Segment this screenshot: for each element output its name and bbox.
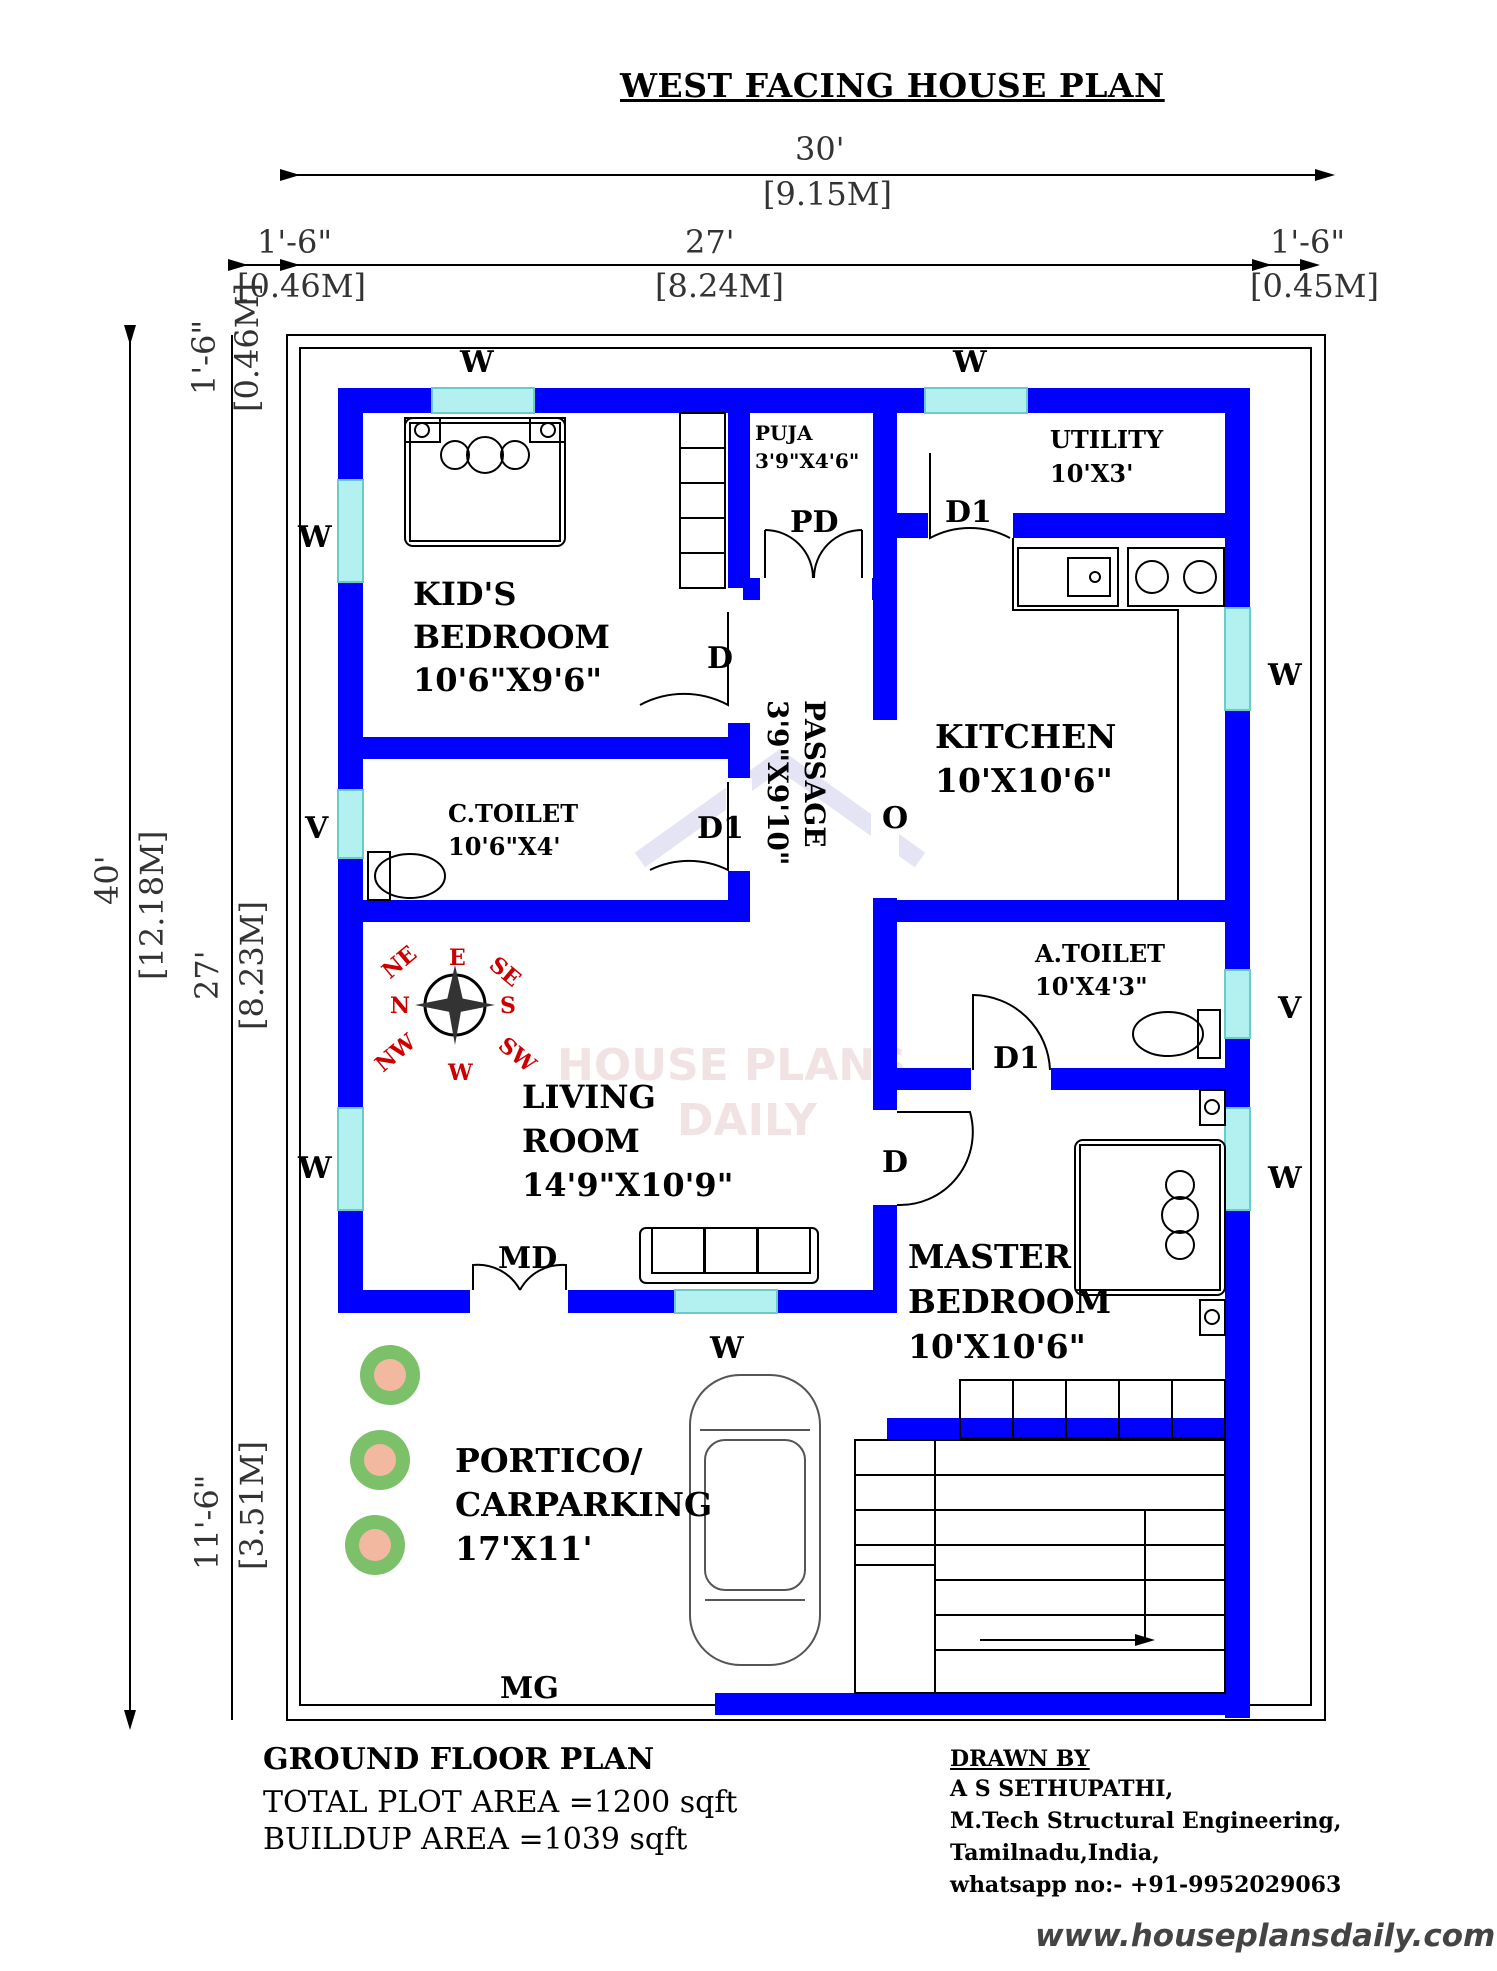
compass-w: W xyxy=(447,1060,473,1086)
utility-size: 10'X3' xyxy=(1050,459,1133,488)
master-bedroom-line1: MASTER xyxy=(908,1237,1072,1276)
kitchen-name: KITCHEN xyxy=(935,717,1116,756)
dim-overall-depth-m: [12.18M] xyxy=(133,831,171,980)
portico-line1: PORTICO/ xyxy=(455,1441,643,1480)
dim-right-setback-m: [0.45M] xyxy=(1250,267,1379,305)
window-label-1: W xyxy=(459,345,495,380)
compass-nw: NW xyxy=(370,1029,421,1078)
master-bedroom-line2: BEDROOM xyxy=(908,1282,1111,1321)
window-label-6: W xyxy=(1267,1161,1303,1196)
portico-size: 17'X11' xyxy=(455,1529,593,1568)
puja-name: PUJA xyxy=(755,421,813,445)
dim-left-setback-m: [0.46M] xyxy=(237,267,366,305)
dim-inner-depth: 27' xyxy=(188,950,226,1000)
dim-inner-depth-m: [8.23M] xyxy=(233,901,271,1030)
puja-size: 3'9"X4'6" xyxy=(755,449,859,473)
living-room-size: 14'9"X10'9" xyxy=(522,1166,733,1204)
compass-e: E xyxy=(449,945,466,971)
master-bedroom-size: 10'X10'6" xyxy=(908,1327,1086,1366)
kids-bedroom-size: 10'6"X9'6" xyxy=(413,661,602,699)
dim-overall-width: 30' xyxy=(795,130,845,168)
kids-bedroom-line2: BEDROOM xyxy=(413,618,610,656)
master-wardrobe xyxy=(959,1379,1226,1439)
window-label-4: W xyxy=(1267,658,1303,693)
compass-ne: NE xyxy=(377,941,422,985)
passage-size: 3'9"X9'10" xyxy=(761,700,794,865)
dim-overall-width-m: [9.15M] xyxy=(763,175,892,213)
drawn-by-label: DRAWN BY xyxy=(950,1746,1090,1772)
dim-top-setback: 1'-6" xyxy=(185,320,223,395)
dimension-lines xyxy=(124,169,1335,1730)
attached-toilet-name: A.TOILET xyxy=(1034,939,1165,968)
portico-line2: CARPARKING xyxy=(455,1485,712,1524)
common-toilet-name: C.TOILET xyxy=(448,799,578,828)
utility-name: UTILITY xyxy=(1050,425,1164,454)
sofa xyxy=(639,1227,819,1284)
author-contact: whatsapp no:- +91-9952029063 xyxy=(950,1872,1342,1898)
author-name: A S SETHUPATHI, xyxy=(950,1776,1174,1802)
compass: E W N S NE SE NW SW xyxy=(370,941,541,1086)
plants xyxy=(345,1345,420,1575)
dim-right-setback: 1'-6" xyxy=(1270,223,1345,261)
dim-overall-depth: 40' xyxy=(88,855,126,905)
puja-door-label: PD xyxy=(790,505,839,540)
compass-sw: SW xyxy=(493,1032,541,1078)
dim-front-depth-m: [3.51M] xyxy=(233,1441,271,1570)
master-bed xyxy=(1074,1089,1226,1336)
main-door-label: MD xyxy=(498,1241,557,1276)
author-qualification: M.Tech Structural Engineering, xyxy=(950,1808,1342,1834)
attached-toilet-size: 10'X4'3" xyxy=(1035,972,1148,1001)
ventilator-label-2: V xyxy=(1277,991,1302,1026)
dim-front-depth: 11'-6" xyxy=(188,1475,226,1570)
passage-name: PASSAGE xyxy=(798,700,831,848)
kids-bed xyxy=(404,417,566,547)
windows xyxy=(337,387,1251,1314)
dim-top-setback-m: [0.46M] xyxy=(228,283,266,412)
compass-n: N xyxy=(390,993,410,1019)
kids-bedroom-line1: KID'S xyxy=(413,575,516,613)
author-location: Tamilnadu,India, xyxy=(950,1840,1160,1866)
dim-inner-width: 27' xyxy=(685,223,735,261)
door-swings xyxy=(472,453,1051,1291)
window-label-5: W xyxy=(297,1151,333,1186)
kitchen-counter xyxy=(1012,538,1225,900)
kids-wardrobe xyxy=(679,412,726,589)
living-room-line2: ROOM xyxy=(522,1122,640,1160)
room-labels: KID'S BEDROOM 10'6"X9'6" PUJA 3'9"X4'6" … xyxy=(413,421,1165,1568)
car xyxy=(689,1374,821,1666)
door1-label-utility: D1 xyxy=(945,495,992,530)
total-plot-area: TOTAL PLOT AREA =1200 sqft xyxy=(263,1785,738,1820)
dimension-texts: 30' [9.15M] 1'-6" [0.46M] 27' [8.24M] 1'… xyxy=(88,130,1379,1570)
buildup-area: BUILDUP AREA =1039 sqft xyxy=(263,1822,688,1857)
window-label-7: W xyxy=(709,1331,745,1366)
ground-floor-plan-label: GROUND FLOOR PLAN xyxy=(263,1742,655,1777)
dim-left-setback: 1'-6" xyxy=(257,223,332,261)
door1-label-atoilet: D1 xyxy=(993,1041,1040,1076)
door-gaps xyxy=(470,511,1051,1315)
opening-label: O xyxy=(882,801,908,836)
kitchen-size: 10'X10'6" xyxy=(935,761,1113,800)
toilet-fixtures xyxy=(367,851,1221,1059)
opening-labels: W W W W V V W W W D D1 D1 PD D1 D MD MG … xyxy=(297,345,1303,1706)
watermark-line2: DAILY xyxy=(677,1095,818,1146)
living-room-line1: LIVING xyxy=(522,1078,656,1116)
door1-label-ctoilet: D1 xyxy=(697,811,744,846)
main-gate-label: MG xyxy=(500,1671,559,1706)
window-label-2: W xyxy=(952,345,988,380)
door-label-kids: D xyxy=(707,641,733,676)
ventilator-label-1: V xyxy=(304,811,329,846)
compass-s: S xyxy=(500,993,516,1019)
website-link[interactable]: www.houseplansdaily.com xyxy=(1035,1918,1496,1954)
common-toilet-size: 10'6"X4' xyxy=(448,832,561,861)
compass-se: SE xyxy=(484,952,526,993)
window-label-3: W xyxy=(297,520,333,555)
dim-inner-width-m: [8.24M] xyxy=(655,267,784,305)
door-label-master: D xyxy=(882,1145,908,1180)
staircase xyxy=(854,1439,1226,1694)
watermark-line1: HOUSE PLANS xyxy=(557,1040,907,1091)
plot-boundary-outer xyxy=(286,334,1326,1721)
plan-title: WEST FACING HOUSE PLAN xyxy=(620,66,1165,105)
